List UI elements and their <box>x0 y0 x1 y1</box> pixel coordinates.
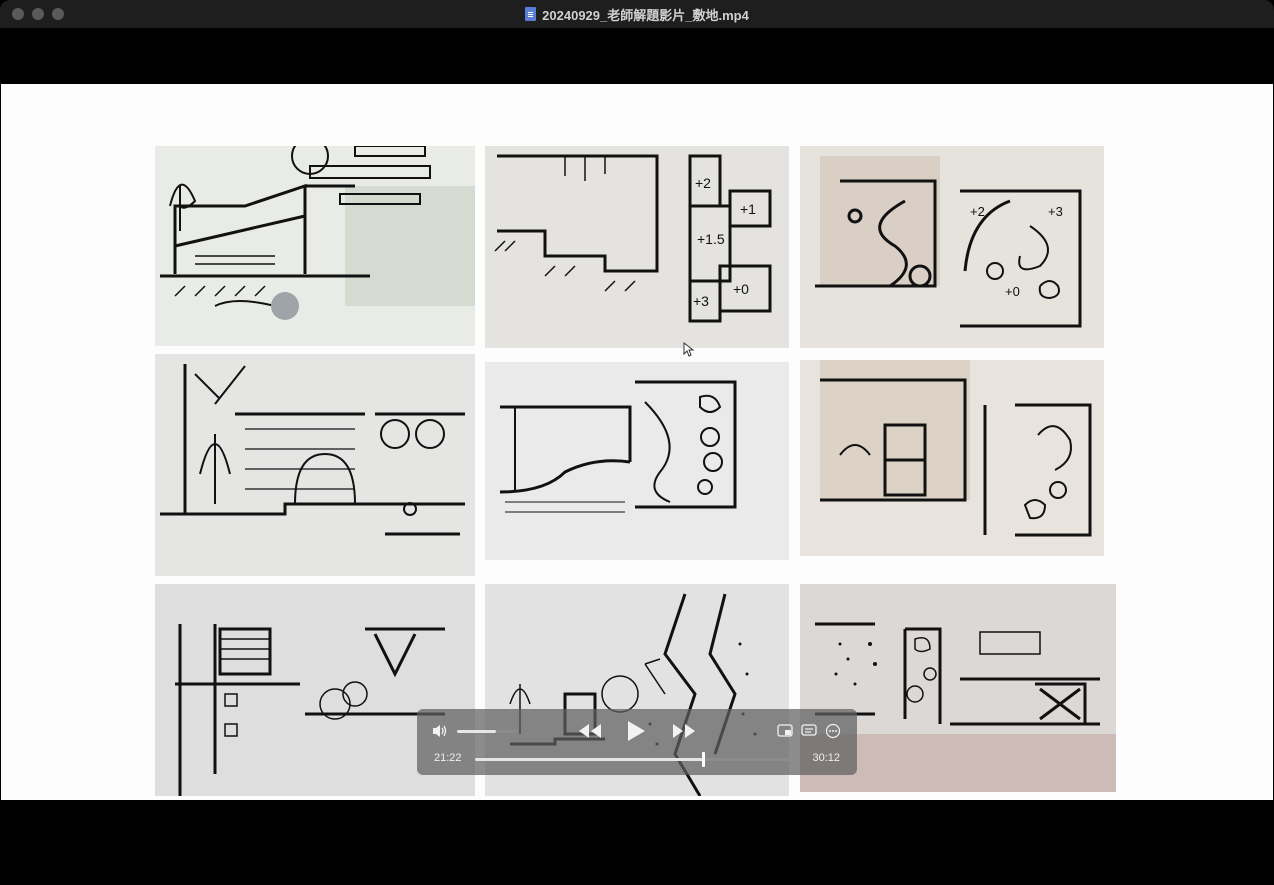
zoom-button[interactable] <box>52 8 64 20</box>
current-time: 21:22 <box>434 752 462 764</box>
volume-level <box>457 730 496 733</box>
sketch-levels: +2 +1 +1.5 +3 +0 <box>485 146 789 348</box>
fast-forward-icon[interactable] <box>671 722 697 740</box>
sketch-arch-tree <box>155 354 475 576</box>
sketch-panel-6 <box>800 360 1104 556</box>
rewind-icon[interactable] <box>577 722 603 740</box>
mouse-pointer-icon <box>683 342 695 357</box>
playback-controls: 21:22 30:12 <box>417 709 857 775</box>
sketch-panel-9 <box>800 584 1116 792</box>
sketch-panel-4 <box>155 354 475 576</box>
sketch-plan-ramp: +2 +3 +0 <box>800 146 1104 348</box>
volume-slider[interactable] <box>457 730 517 733</box>
level-label: +3 <box>693 293 709 309</box>
video-area[interactable]: +2 +1 +1.5 +3 +0 <box>0 28 1274 885</box>
picture-in-picture-icon[interactable] <box>777 724 793 738</box>
subtitles-icon[interactable] <box>801 724 817 738</box>
level-label: +2 <box>970 204 985 219</box>
play-icon[interactable] <box>625 719 647 743</box>
level-label: +0 <box>1005 284 1020 299</box>
duration: 30:12 <box>812 752 840 764</box>
close-button[interactable] <box>12 8 24 20</box>
sketch-water-section <box>485 362 789 560</box>
sketch-panel-3: +2 +3 +0 <box>800 146 1104 348</box>
minimize-button[interactable] <box>32 8 44 20</box>
sketch-panel-2: +2 +1 +1.5 +3 +0 <box>485 146 789 348</box>
video-frame-slide: +2 +1 +1.5 +3 +0 <box>1 84 1273 800</box>
sketch-stairs-plan <box>800 360 1104 556</box>
level-label: +0 <box>733 281 749 297</box>
video-file-icon <box>525 7 537 21</box>
level-label: +1.5 <box>697 231 725 247</box>
window-title: 20240929_老師解題影片_敷地.mp4 <box>0 0 1274 28</box>
progress-playhead[interactable] <box>701 752 705 767</box>
level-label: +1 <box>740 201 756 217</box>
sketch-section-slope <box>155 146 475 346</box>
sketch-panel-1 <box>155 146 475 346</box>
more-icon[interactable] <box>825 723 841 739</box>
title-bar: 20240929_老師解題影片_敷地.mp4 <box>0 0 1274 29</box>
level-label: +3 <box>1048 204 1063 219</box>
window-title-text: 20240929_老師解題影片_敷地.mp4 <box>542 7 749 23</box>
sketch-panel-5 <box>485 362 789 560</box>
level-label: +2 <box>695 175 711 191</box>
progress-scrubber[interactable] <box>475 752 797 767</box>
progress-fill <box>475 758 703 761</box>
speaker-icon[interactable] <box>431 723 449 739</box>
